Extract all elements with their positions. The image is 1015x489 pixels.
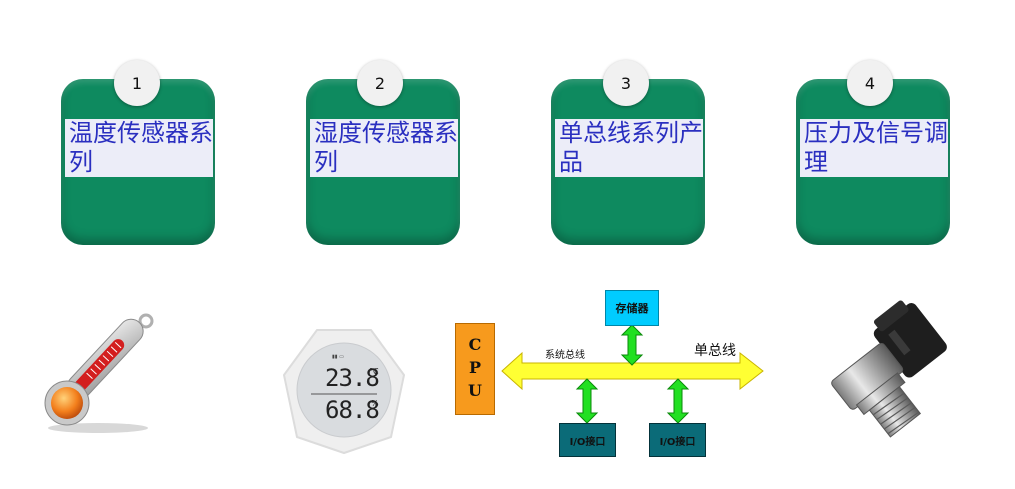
cpu-label: CPU (465, 334, 485, 404)
hygrometer-image: ▮▮ ▭ 23.8 °C 68.8 % (279, 325, 409, 455)
memory-box: 存储器 (605, 290, 659, 326)
system-bus-arrow (501, 351, 764, 391)
category-number-badge-4: 4 (847, 60, 893, 106)
category-number-badge-3: 3 (603, 60, 649, 106)
category-number-4: 4 (864, 73, 876, 93)
cpu-box: CPU (455, 323, 495, 415)
single-bus-label: 单总线 (694, 343, 736, 359)
pressure-sensor-image (795, 298, 965, 448)
hygrometer-humidity: 68.8 (325, 396, 380, 424)
category-number-badge-2: 2 (357, 60, 403, 106)
io-right-arrow (666, 378, 690, 424)
single-bus-diagram: CPU 存储器 系统总线 单总线 I/O接口 I/O接口 (450, 285, 770, 465)
category-number-2: 2 (374, 73, 386, 93)
category-label-2: 湿度传感器系列 (310, 119, 458, 177)
category-number-badge-1: 1 (114, 60, 160, 106)
hygrometer-temperature: 23.8 (325, 364, 380, 392)
svg-text:▮▮ ▭: ▮▮ ▭ (332, 354, 344, 360)
io-interface-label-left: I/O接口 (569, 436, 606, 448)
memory-label: 存储器 (615, 302, 649, 315)
hygrometer-humidity-unit: % (371, 399, 379, 408)
category-number-1: 1 (131, 73, 143, 93)
system-bus-label: 系统总线 (545, 350, 585, 361)
io-interface-box-right: I/O接口 (649, 423, 706, 457)
category-label-3: 单总线系列产品 (555, 119, 703, 177)
hygrometer-temp-unit: °C (369, 367, 379, 376)
io-interface-box-left: I/O接口 (559, 423, 616, 457)
io-interface-label-right: I/O接口 (659, 436, 696, 448)
category-number-3: 3 (620, 73, 632, 93)
memory-arrow (620, 324, 644, 366)
thermometer-image (30, 310, 165, 435)
category-label-1: 温度传感器系列 (65, 119, 213, 177)
category-label-4: 压力及信号调理 (800, 119, 948, 177)
io-left-arrow (575, 378, 599, 424)
